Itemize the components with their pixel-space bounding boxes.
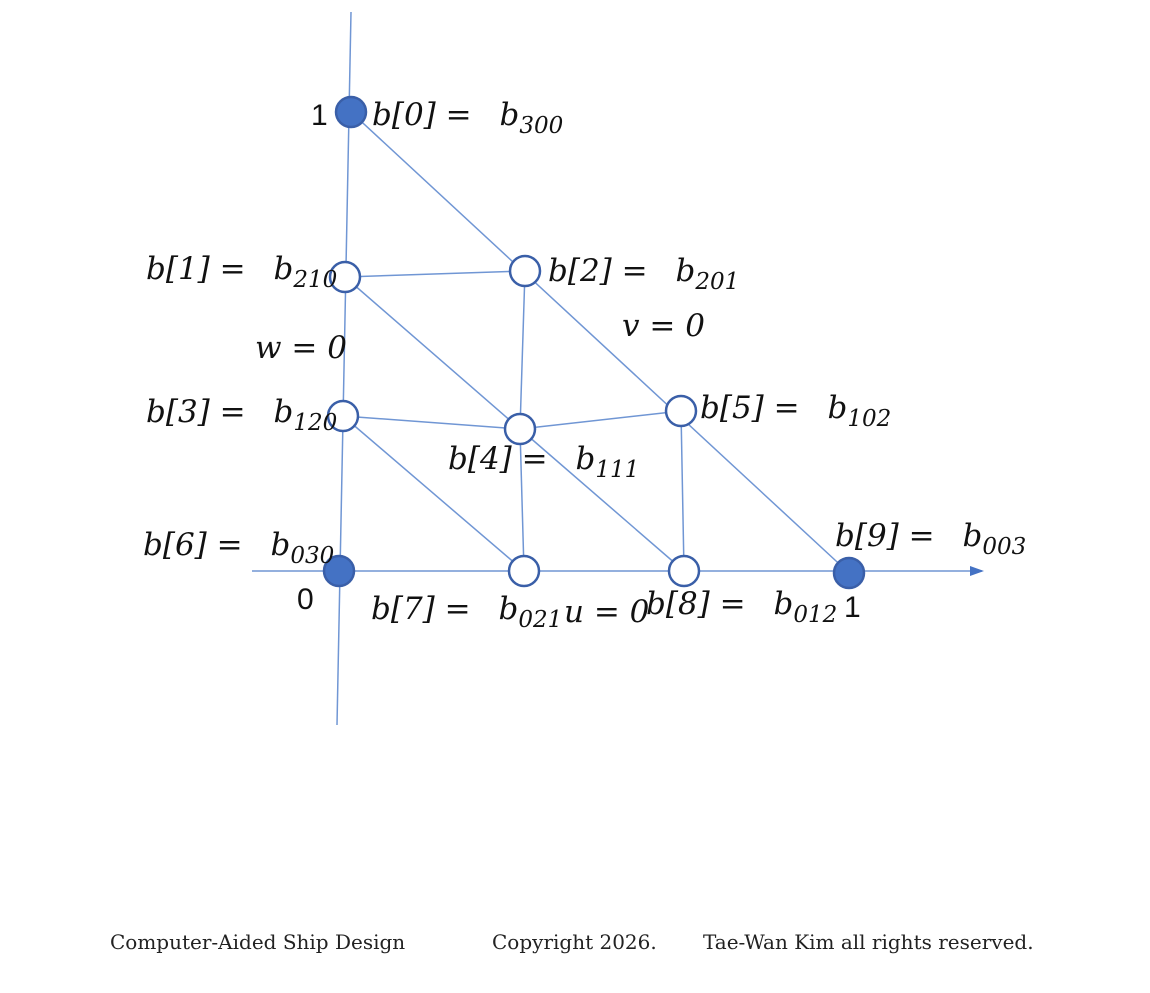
point-b1 [328, 260, 362, 294]
y-axis-one-label: 1 [311, 99, 328, 132]
x-axis-one-label: 1 [844, 591, 861, 624]
point-b7 [507, 554, 541, 588]
point-b4 [503, 412, 537, 446]
footer-copyright: Copyright 2026. [492, 930, 657, 954]
net-edge [519, 428, 685, 572]
label-b2: b[2] = b201 [548, 253, 739, 295]
label-b1: b[1] = b210 [146, 251, 337, 293]
label-b7: b[7] = b021 [371, 591, 562, 633]
point-b9 [832, 556, 866, 590]
net-edge [519, 428, 525, 572]
vertical-axis [336, 11, 352, 726]
point-b2 [508, 254, 542, 288]
u-zero-label: u = 0 [564, 594, 649, 630]
label-b9: b[9] = b003 [835, 518, 1026, 560]
point-b6 [322, 554, 356, 588]
point-b8 [667, 554, 701, 588]
net-edge [344, 270, 526, 278]
point-b3 [326, 399, 360, 433]
origin-label: 0 [297, 583, 314, 616]
footer-author: Tae-Wan Kim all rights reserved. [703, 930, 1034, 954]
control-points [322, 95, 866, 590]
label-b6: b[6] = b030 [143, 527, 334, 569]
net-edge [519, 410, 682, 430]
net-edge [344, 276, 521, 430]
label-b5: b[5] = b102 [700, 390, 891, 432]
footer: Computer-Aided Ship Design Copyright 202… [0, 930, 1150, 960]
label-b3: b[3] = b120 [146, 394, 337, 436]
hypotenuse-v-zero [350, 111, 850, 574]
v-zero-label: v = 0 [622, 308, 705, 344]
point-b0 [334, 95, 368, 129]
label-b0: b[0] = b300 [372, 97, 563, 139]
label-b4: b[4] = b111 [448, 441, 639, 483]
net-edge [519, 270, 526, 430]
net-edge [342, 415, 521, 430]
net-edge [342, 415, 525, 572]
point-b5 [664, 394, 698, 428]
control-net [342, 270, 685, 572]
footer-course: Computer-Aided Ship Design [110, 930, 406, 954]
label-b8: b[8] = b012 [646, 586, 837, 628]
net-edge [680, 410, 685, 572]
w-zero-label: w = 0 [255, 330, 347, 366]
